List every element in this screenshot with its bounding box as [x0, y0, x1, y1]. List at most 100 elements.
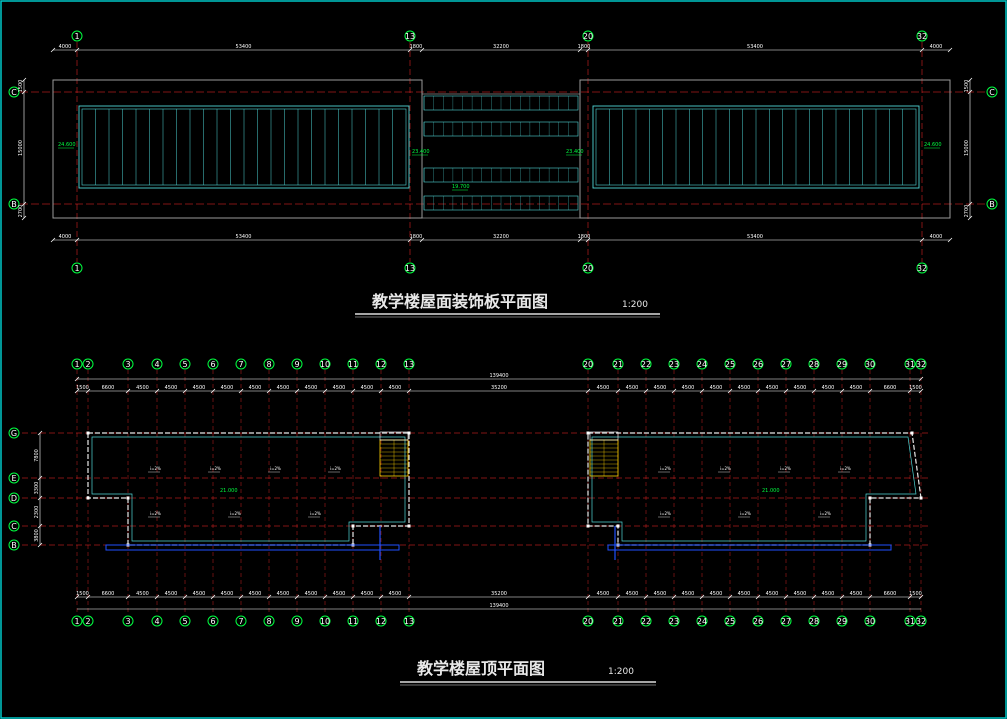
- axis-bubble-label: 8: [266, 617, 271, 626]
- dim-tick: [783, 388, 789, 394]
- slope-label: i=2%: [150, 466, 161, 471]
- roof-axis-bubble-top: 29: [836, 358, 848, 370]
- roof-axis-bubble-top: 11: [347, 358, 359, 370]
- axis-bubble-circle: [915, 358, 927, 370]
- axis-bubble-bottom: 13: [404, 262, 416, 274]
- dim-text-v: 1500: [18, 80, 24, 93]
- dim-tick: [74, 47, 80, 53]
- roof-axis-bubble-top: 9: [291, 358, 303, 370]
- axis-bubble-circle: [8, 427, 20, 439]
- dim-text: 32200: [493, 44, 509, 50]
- axis-bubble-label: 31: [905, 360, 915, 369]
- axis-bubble-circle: [71, 615, 83, 627]
- dim-text: 4000: [930, 44, 943, 50]
- segment-dim-text: 4500: [361, 385, 374, 391]
- elevation-text: 23.400: [412, 149, 430, 155]
- dim-tick: [755, 388, 761, 394]
- dim-tick: [182, 594, 188, 600]
- axis-bubble-circle: [207, 358, 219, 370]
- axis-bubble-circle: [864, 358, 876, 370]
- axis-bubble-label: 13: [405, 264, 415, 273]
- axis-bubble-label: 13: [404, 617, 414, 626]
- roof-axis-bubble-top: 30: [864, 358, 876, 370]
- dim-tick: [947, 237, 953, 243]
- axis-bubble-circle: [404, 262, 416, 274]
- roof-axis-bubble-bottom: 23: [668, 615, 680, 627]
- segment-dim-text: 4500: [136, 591, 149, 597]
- axis-bubble-label: 6: [210, 617, 215, 626]
- decor-panel-outer: [78, 105, 410, 189]
- axis-bubble-circle: [375, 615, 387, 627]
- slope-label: i=2%: [270, 466, 281, 471]
- dim-tick: [154, 388, 160, 394]
- axis-bubble-circle: [151, 358, 163, 370]
- roof-axis-bubble-bottom: 31: [904, 615, 916, 627]
- axis-bubble-label: 5: [182, 360, 187, 369]
- segment-dim-text: 4500: [249, 591, 262, 597]
- axis-bubble-label: 5: [182, 617, 187, 626]
- axis-bubble-circle: [71, 262, 83, 274]
- roof-axis-bubble-bottom: 1: [71, 615, 83, 627]
- axis-bubble-circle: [403, 358, 415, 370]
- segment-dim-text: 4500: [626, 591, 639, 597]
- segment-dim-text: 4500: [822, 385, 835, 391]
- axis-bubble-circle: [82, 358, 94, 370]
- axis-bubble-circle: [319, 358, 331, 370]
- axis-bubble-circle: [904, 615, 916, 627]
- dim-tick: [266, 388, 272, 394]
- segment-dim-text: 4500: [165, 385, 178, 391]
- axis-bubble-top: 13: [404, 30, 416, 42]
- axis-bubble-label: 30: [865, 360, 875, 369]
- slope-label: i=2%: [330, 466, 341, 471]
- dim-text-v: 2700: [964, 205, 970, 218]
- axis-bubble-circle: [403, 615, 415, 627]
- axis-bubble-label: 29: [837, 360, 847, 369]
- segment-dim-text: 4500: [850, 385, 863, 391]
- axis-bubble-circle: [122, 615, 134, 627]
- axis-bubble-label: 20: [583, 617, 593, 626]
- dim-tick: [182, 388, 188, 394]
- dim-text: 1800: [578, 44, 591, 50]
- axis-bubble-label: 21: [613, 617, 623, 626]
- axis-bubble-label: 26: [753, 617, 763, 626]
- decor-panel-outer: [592, 105, 920, 189]
- roof-axis-bubble-top: 22: [640, 358, 652, 370]
- dim-tick: [671, 388, 677, 394]
- roof-axis-bubble-top: 31: [904, 358, 916, 370]
- left-roof-outline: [87, 432, 410, 546]
- dim-tick: [154, 594, 160, 600]
- column-dot: [126, 496, 130, 500]
- dim-tick: [727, 388, 733, 394]
- dim-tick: [783, 594, 789, 600]
- dim-tick: [21, 89, 27, 95]
- left-dim-text: 3800: [34, 529, 40, 542]
- dim-tick: [419, 47, 425, 53]
- dim-text: 1800: [410, 44, 423, 50]
- roof-axis-bubble-bottom: 2: [82, 615, 94, 627]
- roof-axis-bubble-bottom: 4: [151, 615, 163, 627]
- dim-tick: [811, 388, 817, 394]
- segment-dim-text: 4500: [305, 591, 318, 597]
- axis-bubble-label: C: [989, 88, 995, 97]
- dim-tick: [867, 388, 873, 394]
- segment-dim-text: 4500: [305, 385, 318, 391]
- roof-axis-bubble-bottom: 8: [263, 615, 275, 627]
- axis-bubble-circle: [404, 30, 416, 42]
- axis-bubble-left: B: [8, 198, 20, 210]
- axis-bubble-bottom: 20: [582, 262, 594, 274]
- right-gutter: [607, 544, 892, 551]
- axis-bubble-circle: [696, 358, 708, 370]
- roof-axis-bubble-bottom: 5: [179, 615, 191, 627]
- axis-bubble-top: 1: [71, 30, 83, 42]
- segment-dim-text: 4500: [597, 385, 610, 391]
- axis-bubble-label: G: [11, 429, 17, 438]
- dim-tick: [74, 376, 80, 382]
- right-wing-outline: [579, 79, 951, 219]
- dim-tick: [50, 47, 56, 53]
- axis-bubble-label: 7: [238, 360, 243, 369]
- axis-bubble-label: 3: [125, 617, 130, 626]
- axis-bubble-circle: [915, 615, 927, 627]
- axis-bubble-label: 9: [294, 360, 299, 369]
- segment-dim-text: 4500: [794, 385, 807, 391]
- dim-tick: [37, 523, 43, 529]
